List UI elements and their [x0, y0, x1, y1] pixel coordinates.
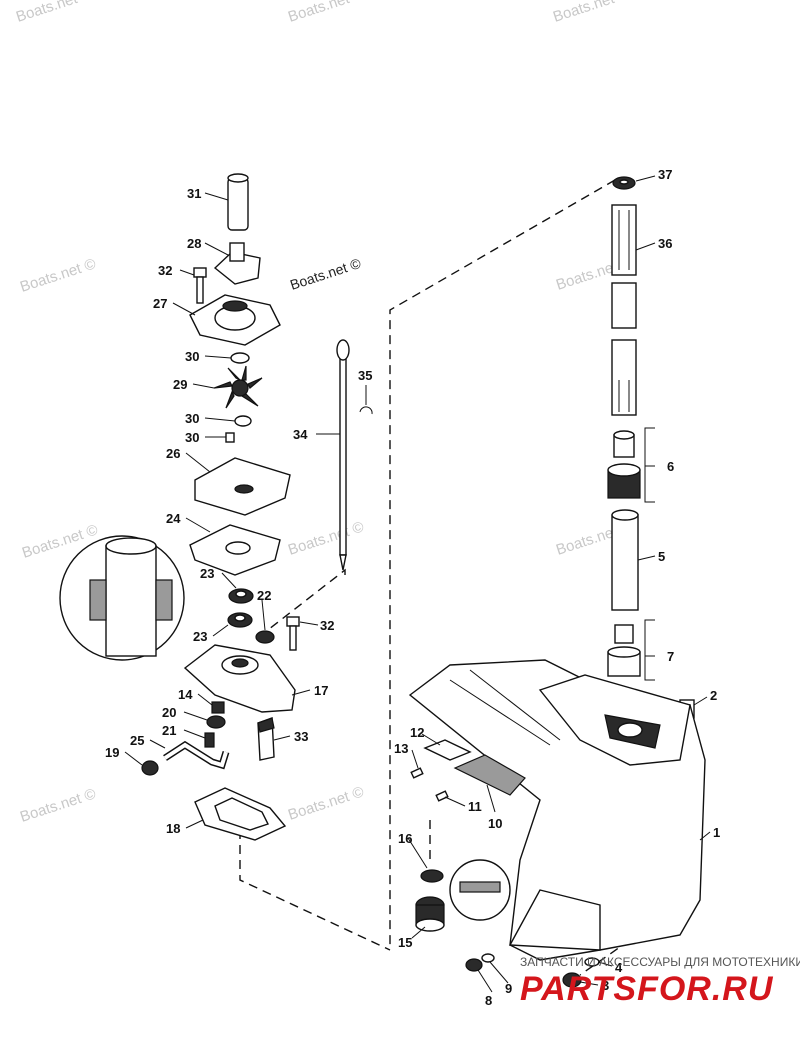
watermark-text: Boats.net ©: [286, 783, 366, 823]
callout-labels: 31 28 32 27 30 29 30 30 26 24 23 22 23 3…: [105, 167, 720, 1008]
part-32-screw-right: [286, 616, 300, 651]
part-11-screw: [435, 790, 449, 802]
part-13-screw: [410, 767, 424, 779]
part-31-tube: [227, 173, 249, 231]
callout-9: 9: [505, 981, 512, 996]
part-26-plate: [194, 457, 291, 516]
callout-18: 18: [166, 821, 180, 836]
callout-29: 29: [173, 377, 187, 392]
callout-31: 31: [187, 186, 201, 201]
watermark-text-center: Boats.net ©: [288, 255, 363, 293]
part-3-plug: [562, 972, 582, 988]
callout-16: 16: [398, 831, 412, 846]
assembly-lines: [239, 179, 631, 976]
footer-logo: PARTSFOR.RU: [520, 970, 774, 1008]
callout-17: 17: [314, 683, 328, 698]
callout-12: 12: [410, 725, 424, 740]
callout-7: 7: [667, 649, 674, 664]
detail-circle-bearing: [59, 535, 185, 661]
part-30-key: [225, 432, 235, 443]
part-6-bearings: [607, 427, 655, 503]
part-29-impeller: [213, 365, 263, 409]
callout-34: 34: [293, 427, 308, 442]
watermark-text: Boats.net ©: [18, 785, 98, 825]
part-36-drive-shaft: [611, 204, 637, 416]
callout-22: 22: [257, 588, 271, 603]
part-24-gasket: [189, 524, 281, 576]
callout-30: 30: [185, 411, 199, 426]
callout-11: 11: [468, 799, 482, 814]
part-1-gear-housing: [408, 659, 706, 961]
part-23-seals: [227, 588, 254, 628]
part-5-sleeve: [611, 509, 639, 611]
part-34-shift-rod: [336, 339, 350, 571]
part-22-seal: [255, 630, 275, 644]
callout-19: 19: [105, 745, 119, 760]
callout-30: 30: [185, 430, 199, 445]
callout-30: 30: [185, 349, 199, 364]
part-21-fitting: [204, 732, 215, 748]
watermark-text: Boats.net ©: [286, 518, 366, 558]
callout-37: 37: [658, 167, 672, 182]
part-12-cover: [423, 739, 472, 761]
callout-4: 4: [615, 960, 623, 975]
callout-33: 33: [294, 729, 308, 744]
watermark-text: Boats.net ©: [14, 0, 94, 26]
callout-6: 6: [667, 459, 674, 474]
watermark-text: Boats.net ©: [18, 255, 98, 295]
callout-14: 14: [178, 687, 193, 702]
part-33-block: [257, 717, 275, 761]
callout-13: 13: [394, 741, 408, 756]
detail-circle-gear: [449, 859, 511, 921]
part-27-pump-housing: [189, 294, 281, 346]
callout-32: 32: [158, 263, 172, 278]
part-30-washer: [234, 415, 252, 427]
watermark-text: Boats.net ©: [551, 0, 631, 26]
callout-3: 3: [602, 978, 609, 993]
callout-5: 5: [658, 549, 665, 564]
part-19-grommet: [141, 760, 159, 776]
callout-21: 21: [162, 723, 176, 738]
callout-35: 35: [358, 368, 372, 383]
footer-tagline: ЗАПЧАСТИ И АКСЕССУАРЫ ДЛЯ МОТОТЕХНИКИ: [520, 955, 800, 969]
callout-2: 2: [710, 688, 717, 703]
callout-10: 10: [488, 816, 502, 831]
leader-lines: [124, 175, 711, 993]
part-30-washer: [230, 352, 250, 364]
callout-25: 25: [130, 733, 144, 748]
callout-24: 24: [166, 511, 181, 526]
part-28-guide: [213, 242, 261, 285]
part-17-pump-base: [183, 644, 296, 713]
watermark-text: Boats.net ©: [286, 0, 366, 26]
callout-15: 15: [398, 935, 412, 950]
callout-20: 20: [162, 705, 176, 720]
part-10-screen: [453, 754, 526, 796]
callout-36: 36: [658, 236, 672, 251]
callout-28: 28: [187, 236, 201, 251]
callout-23: 23: [200, 566, 214, 581]
part-8-plug: [465, 958, 483, 972]
callout-8: 8: [485, 993, 492, 1008]
callout-27: 27: [153, 296, 167, 311]
callout-23: 23: [193, 629, 207, 644]
callout-32: 32: [320, 618, 334, 633]
part-9-washer: [481, 953, 495, 963]
callout-26: 26: [166, 446, 180, 461]
part-7-bearings: [607, 619, 655, 681]
callout-1: 1: [713, 825, 720, 840]
part-32-screw: [193, 267, 207, 304]
part-18-gasket: [194, 787, 287, 841]
part-16-seal: [420, 869, 444, 883]
part-35-clip: [359, 406, 373, 415]
footer-brand: ЗАПЧАСТИ И АКСЕССУАРЫ ДЛЯ МОТОТЕХНИКИ PA…: [520, 955, 800, 1008]
part-20-washer: [206, 715, 226, 729]
part-14-plug: [211, 701, 225, 714]
part-15-pinion-gear: [415, 896, 445, 932]
